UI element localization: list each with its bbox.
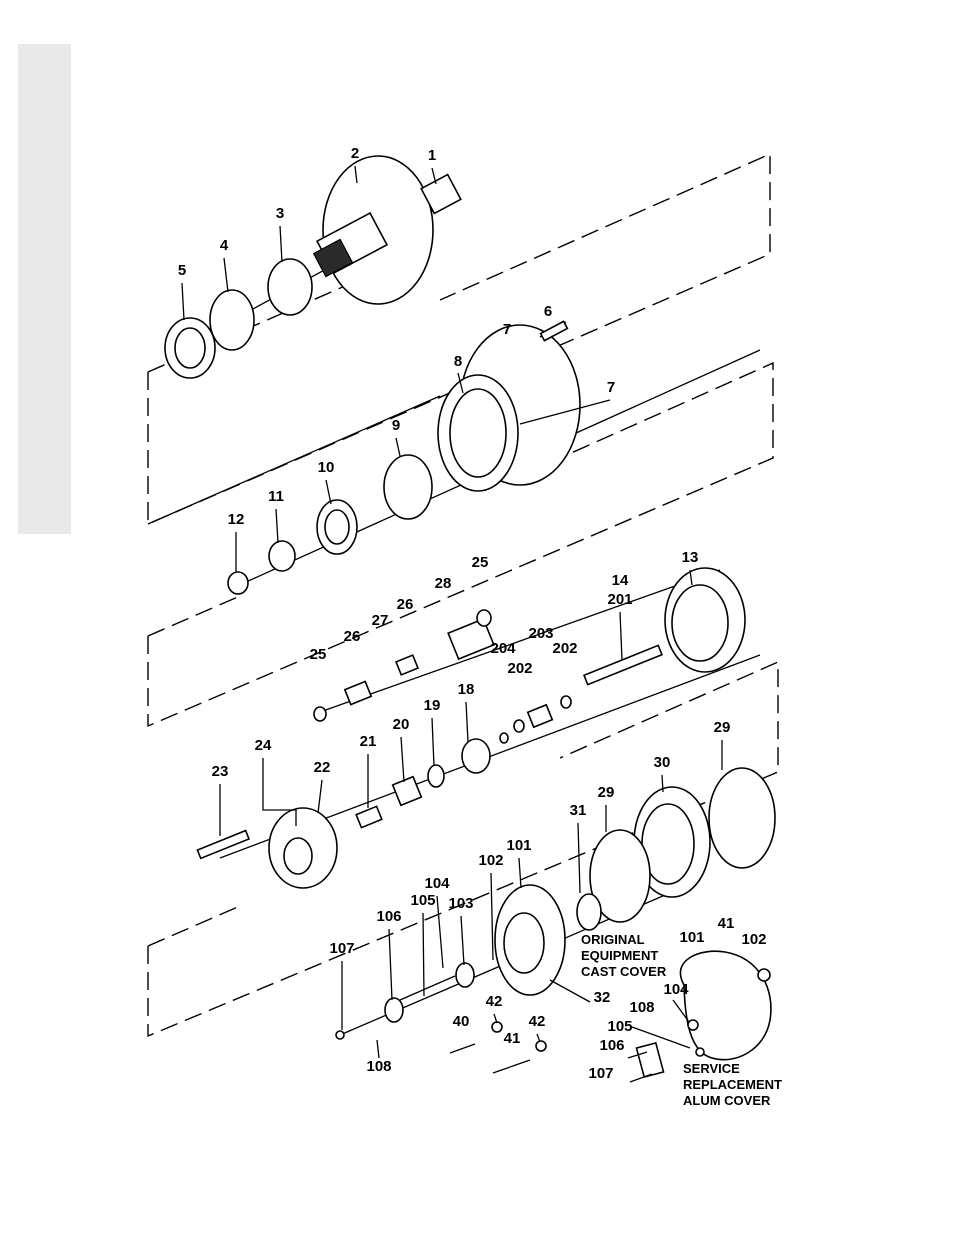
part-label-p21: 21 — [360, 733, 377, 750]
part-label-p29a: 29 — [714, 719, 731, 736]
part-label-p10: 10 — [318, 459, 335, 476]
part-label-p102b: 102 — [741, 931, 766, 948]
part-label-p105a: 105 — [410, 892, 435, 909]
part-label-p8: 8 — [454, 353, 462, 370]
part-label-p26a: 26 — [397, 596, 414, 613]
part-label-p202a: 202 — [552, 640, 577, 657]
part-label-p41b: 41 — [504, 1030, 521, 1047]
part-label-p20: 20 — [393, 716, 410, 733]
part-label-p42a: 42 — [486, 993, 503, 1010]
part-label-p202b: 202 — [507, 660, 532, 677]
part-label-p23: 23 — [212, 763, 229, 780]
part-label-p9: 9 — [392, 417, 400, 434]
bolt — [541, 321, 568, 340]
part-label-p3: 3 — [276, 205, 284, 222]
hub-assembly — [165, 156, 461, 378]
part-label-p108b: 108 — [366, 1058, 391, 1075]
part-label-p14: 14 — [612, 572, 629, 589]
snap-ring — [228, 572, 248, 594]
cone-bearing — [210, 290, 254, 350]
planet-pin — [197, 831, 249, 859]
part-label-p106b: 106 — [599, 1037, 624, 1054]
part-label-p25b: 25 — [310, 646, 327, 663]
part-label-p101a: 101 — [506, 837, 531, 854]
part-label-p25a: 25 — [472, 554, 489, 571]
part-label-p105b: 105 — [607, 1018, 632, 1035]
part-label-p31: 31 — [570, 802, 587, 819]
part-label-p12: 12 — [228, 511, 245, 528]
part-label-p104b: 104 — [663, 981, 689, 998]
lock-plate — [636, 1043, 663, 1077]
part-label-p7a: 7 — [503, 321, 511, 338]
part-label-p204: 204 — [490, 640, 516, 657]
spring — [528, 705, 553, 727]
part-label-p7b: 7 — [607, 379, 615, 396]
leader-lines — [182, 166, 722, 1058]
part-label-p201: 201 — [607, 591, 632, 608]
housing-assembly — [228, 321, 580, 594]
part-label-p106a: 106 — [376, 908, 401, 925]
part-label-p27: 27 — [372, 612, 389, 629]
part-label-p5: 5 — [178, 262, 186, 279]
part-label-p26b: 26 — [344, 628, 361, 645]
part-label-p1: 1 — [428, 147, 436, 164]
part-label-p13: 13 — [682, 549, 699, 566]
disconnect-cap — [456, 963, 474, 987]
part-label-p4: 4 — [220, 237, 229, 254]
thrust-washer — [462, 739, 490, 773]
part-label-p19: 19 — [424, 697, 441, 714]
o-ring-29a — [709, 768, 775, 868]
part-label-p103: 103 — [448, 895, 473, 912]
part-label-p107b: 107 — [588, 1065, 613, 1082]
part-label-p42b: 42 — [529, 1013, 546, 1030]
part-label-p2: 2 — [351, 145, 359, 162]
part-label-p11: 11 — [268, 488, 284, 505]
part-label-p40: 40 — [453, 1013, 470, 1030]
part-label-p28: 28 — [435, 575, 452, 592]
part-label-p101b: 101 — [679, 929, 704, 946]
part-label-p24: 24 — [255, 737, 272, 754]
part-label-p203: 203 — [528, 625, 553, 642]
part-label-p41a: 41 — [718, 915, 735, 932]
part-label-p104a: 104 — [424, 875, 450, 892]
input-shaft — [584, 645, 662, 684]
spacer-ring — [269, 541, 295, 571]
part-label-p108a: 108 — [629, 999, 654, 1016]
part-label-p32: 32 — [594, 989, 611, 1006]
seal — [268, 259, 312, 315]
part-label-p22: 22 — [314, 759, 331, 776]
part-label-p102a: 102 — [478, 852, 503, 869]
service-cover — [680, 951, 771, 1059]
part-label-p107a: 107 — [329, 940, 354, 957]
sun-gear — [393, 777, 422, 806]
cap-plate — [385, 998, 403, 1022]
part-label-p6: 6 — [544, 303, 552, 320]
part-label-p29b: 29 — [598, 784, 615, 801]
bearing-cup-2 — [384, 455, 432, 519]
ring-gear-assembly — [314, 568, 745, 743]
seal-31 — [577, 894, 601, 930]
part-label-p18: 18 — [458, 681, 475, 698]
part-label-p30: 30 — [654, 754, 671, 771]
